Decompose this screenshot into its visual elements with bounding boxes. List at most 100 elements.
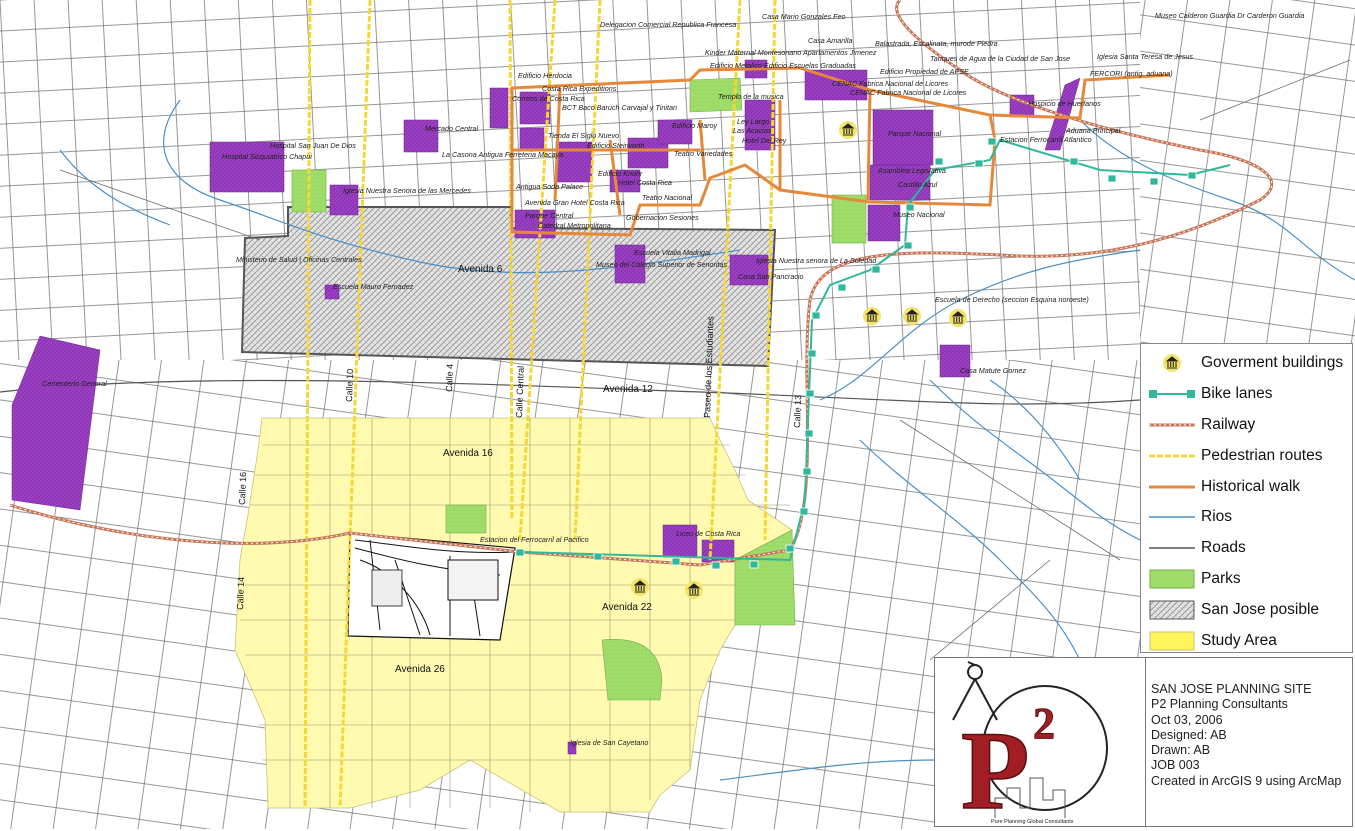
place-label: Iglesia Nuestra senora de La Soledad	[756, 256, 877, 265]
place-label: Asamblea Legislativa	[877, 166, 946, 175]
drawn-by: Drawn: AB	[1151, 743, 1211, 758]
historical-walk	[510, 66, 1171, 237]
government-building-icon	[863, 307, 881, 325]
place-label: Costa Rica Expeditions	[542, 84, 617, 93]
title-block: P 2 Pure Planning Global Consultants SAN…	[934, 657, 1353, 831]
place-label: Hotel Del Rey	[742, 136, 787, 145]
place-label: Hospital Sicquiatrico Chapui	[222, 152, 312, 161]
legend-label: Study Area	[1201, 631, 1277, 649]
pedestrian-route-line	[1149, 446, 1195, 466]
place-label: Tienda El Siglo Nuevo	[548, 131, 619, 140]
legend-label: Railway	[1201, 415, 1256, 433]
legend-item: Pedestrian routes	[1141, 440, 1352, 471]
place-label: Mercado Central	[425, 124, 479, 133]
legend-item: Bike lanes	[1141, 379, 1352, 410]
place-label: Iglesia Nuestra Senora de las Mercedes	[343, 186, 471, 195]
street-label: Calle 13	[792, 395, 803, 428]
place-label: Hospicio de Huerfanos	[1028, 99, 1101, 108]
street-label: Calle 16	[237, 472, 248, 505]
legend-label: Rios	[1201, 508, 1233, 526]
legend-label: Goverment buildings	[1201, 354, 1344, 372]
legend-label: Pedestrian routes	[1201, 446, 1323, 464]
place-label: Teatro Variedades	[674, 149, 733, 158]
place-label: Museo Nacional	[893, 210, 945, 219]
map-title: SAN JOSE PLANNING SITE	[1151, 682, 1312, 696]
study-area	[234, 417, 793, 813]
place-label: Hotel Costa Rica	[618, 178, 672, 187]
place-label: Cementerio General	[42, 379, 107, 388]
software-note: Created in ArcGIS 9 using ArcMap	[1151, 773, 1342, 788]
logo-superscript: 2	[1033, 699, 1055, 748]
rivers	[59, 99, 1355, 781]
road-line	[1149, 538, 1195, 558]
street-label: Calle 14	[235, 577, 246, 610]
place-label: Casa San Pancracio	[738, 272, 804, 281]
legend-item: Rios	[1141, 502, 1352, 533]
place-label: Iglesia Santa Teresa de Jesus	[1097, 52, 1193, 61]
place-label: Edificio Metalico Edificio Escuelas Grad…	[710, 61, 856, 70]
legend-item: Roads	[1141, 533, 1352, 564]
government-building-icon	[839, 121, 857, 139]
parks	[291, 77, 867, 701]
place-label: Casa Matute Gomez	[960, 366, 1026, 375]
p2-logo: P 2 Pure Planning Global Consultants	[935, 658, 1146, 831]
designed-by: Designed: AB	[1151, 727, 1227, 742]
place-label: Balastrada, Escalinata, murode Piedra	[875, 39, 998, 48]
place-label: Parque Central	[525, 211, 574, 220]
company-name: P2 Planning Consultants	[1151, 697, 1288, 712]
logo-letter: P	[961, 709, 1029, 826]
compass-icon	[952, 661, 998, 721]
place-label: Antigua Soda Palace	[515, 182, 583, 191]
place-label: Correos de Costa Rica	[512, 94, 585, 103]
road-diagonal	[59, 59, 1351, 661]
place-label: Museo Calderon Guardia Dr Carderon Guard…	[1155, 11, 1304, 20]
place-label: Estacion del Ferrocarril al Pacifico	[480, 535, 589, 544]
rail-yard	[347, 532, 516, 641]
place-label: Iglesia de San Cayetano	[570, 738, 648, 747]
avenida-12-road	[0, 379, 1141, 405]
government-building-icon	[903, 307, 921, 325]
place-label: Kinder Maternal Montesoriano Apartamento…	[705, 48, 877, 57]
pedestrian-routes	[303, 0, 777, 809]
place-label: Teatro Nacional	[642, 193, 692, 202]
logo-tagline: Pure Planning Global Consultants	[991, 819, 1074, 825]
legend-label: San Jose posible	[1201, 600, 1320, 618]
place-label: Edificio Herdocia	[518, 71, 572, 80]
government-building-icon	[685, 581, 703, 599]
place-label: Castillo Azul	[898, 180, 938, 189]
job-number: JOB 003	[1151, 758, 1200, 773]
legend-item: Historical walk	[1141, 471, 1352, 502]
place-label: Las Acacias	[733, 126, 772, 135]
place-labels: Delegacion Comercial Republica Francesa …	[42, 11, 1304, 747]
legend-item: Study Area	[1141, 625, 1352, 656]
street-label: Avenida 12	[603, 384, 653, 395]
place-label: La Casona Antigua Ferreteria Macaya	[442, 150, 563, 159]
title-text: SAN JOSE PLANNING SITE P2 Planning Consu…	[1151, 682, 1341, 789]
legend-label: Historical walk	[1201, 477, 1301, 495]
date: Oct 03, 2006	[1151, 712, 1223, 727]
street-labels: Avenida 6 Avenida 12 Avenida 16 Avenida …	[235, 264, 803, 675]
place-label: Edificio Maroy	[672, 121, 718, 130]
place-label: Ministerio de Salud | Oficinas Centrales	[236, 255, 362, 264]
place-label: Edificio Steinvorth	[587, 141, 645, 150]
street-label: Paseo de los Estudiantes	[702, 316, 716, 418]
place-label: Escuela Vitalia Madrigal	[634, 248, 711, 257]
park-fill	[1149, 569, 1195, 589]
road-grid-northeast	[1140, 0, 1355, 343]
street-label: Calle Central	[514, 366, 526, 418]
street-label: Avenida 6	[458, 264, 503, 275]
place-label: Hospital San Juan De Dios	[270, 141, 356, 150]
hatch-fill	[1149, 600, 1195, 620]
legend-label: Roads	[1201, 539, 1246, 557]
legend-label: Parks	[1201, 569, 1241, 587]
place-label: Casa Amarilla	[808, 36, 852, 45]
place-label: Escuela Mauro Fernadez	[333, 282, 414, 291]
place-label: Casa Mario Gonzales Feo	[762, 12, 846, 21]
street-label: Avenida 22	[602, 602, 652, 613]
street-label: Calle 10	[344, 369, 355, 402]
place-label: Templo de la musica	[718, 92, 784, 101]
place-label: Ley Largo	[737, 117, 769, 126]
government-building-icon	[1149, 353, 1195, 373]
legend-item: Parks	[1141, 564, 1352, 595]
